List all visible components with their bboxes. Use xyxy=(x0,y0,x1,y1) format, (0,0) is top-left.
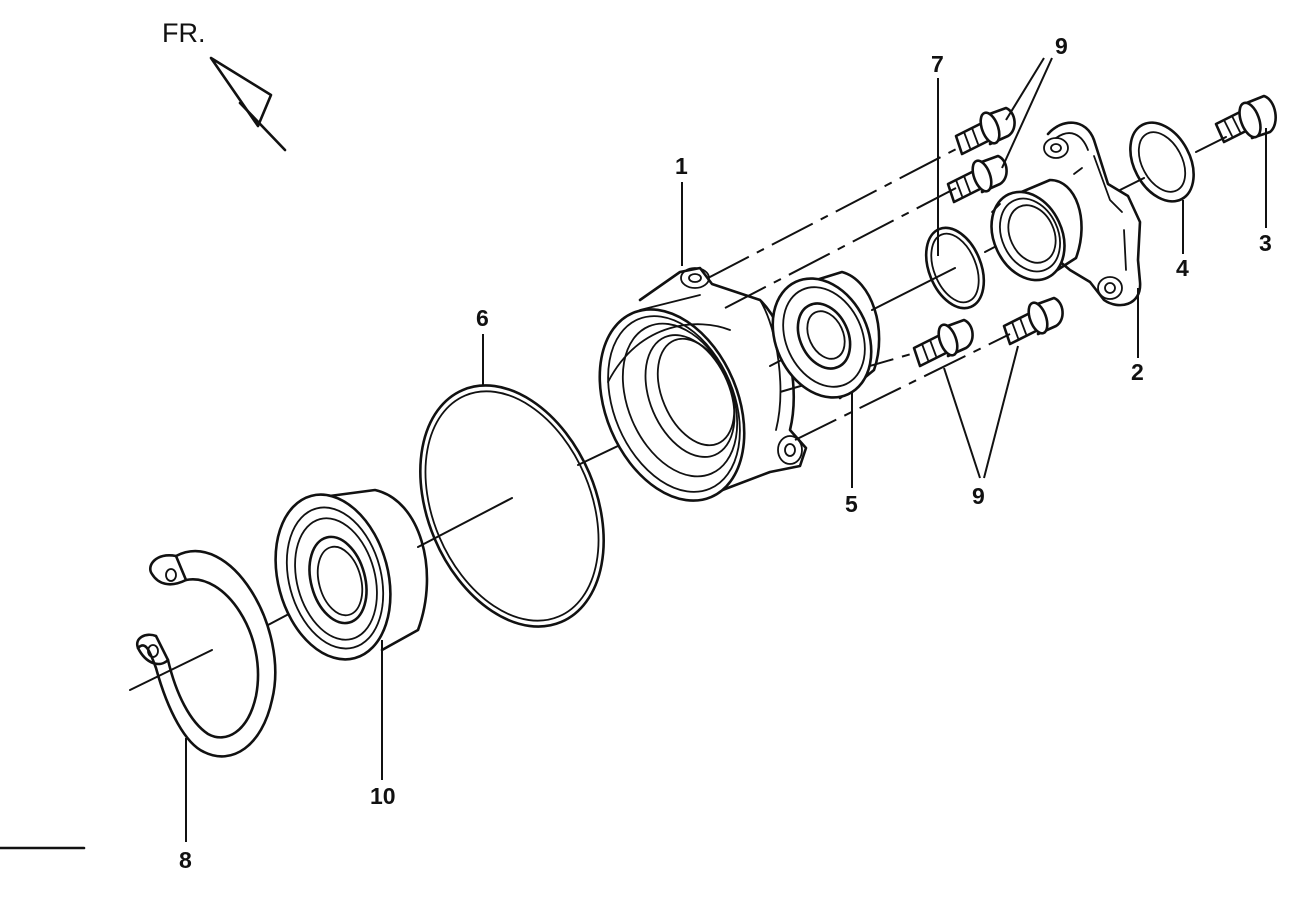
front-arrow-stem xyxy=(238,101,287,152)
callout-leaders xyxy=(185,57,1267,842)
part-3-flange-bolt xyxy=(1214,94,1277,144)
callout-part-5: 5 xyxy=(845,491,858,517)
front-direction-indicator: FR. xyxy=(162,18,287,152)
part-9-bolt-upper-1 xyxy=(954,106,1016,156)
callout-part-6: 6 xyxy=(476,305,489,331)
part-1-housing xyxy=(598,266,808,502)
part-6-o-ring xyxy=(419,384,605,628)
callout-part-7: 7 xyxy=(931,51,944,77)
bolt-alignment-lines xyxy=(707,145,1011,441)
callout-part-2: 2 xyxy=(1131,359,1144,385)
part-4-washer xyxy=(1129,121,1195,203)
part-5-oil-seal xyxy=(771,270,881,400)
part-10-ball-bearing xyxy=(274,488,429,661)
part-9-bolt-lower-1 xyxy=(912,318,974,368)
callout-part-10: 10 xyxy=(370,783,396,809)
callout-part-1: 1 xyxy=(675,153,688,179)
part-9-bolt-lower-2 xyxy=(1002,296,1064,346)
callout-part-3: 3 xyxy=(1259,230,1272,256)
part-8-snap-ring xyxy=(135,549,277,758)
part-7-small-o-ring xyxy=(924,226,986,310)
callout-part-9-lower: 9 xyxy=(972,483,985,509)
callout-part-8: 8 xyxy=(179,847,192,873)
front-arrow-icon xyxy=(209,56,273,128)
part-9-bolt-upper-2 xyxy=(946,154,1008,204)
part-2-bearing-holder xyxy=(990,121,1142,307)
callout-part-9-upper: 9 xyxy=(1055,33,1068,59)
front-direction-label: FR. xyxy=(162,18,206,48)
callout-numbers: 1 2 3 4 5 6 7 8 9 9 10 xyxy=(179,33,1272,873)
callout-part-4: 4 xyxy=(1176,255,1189,281)
